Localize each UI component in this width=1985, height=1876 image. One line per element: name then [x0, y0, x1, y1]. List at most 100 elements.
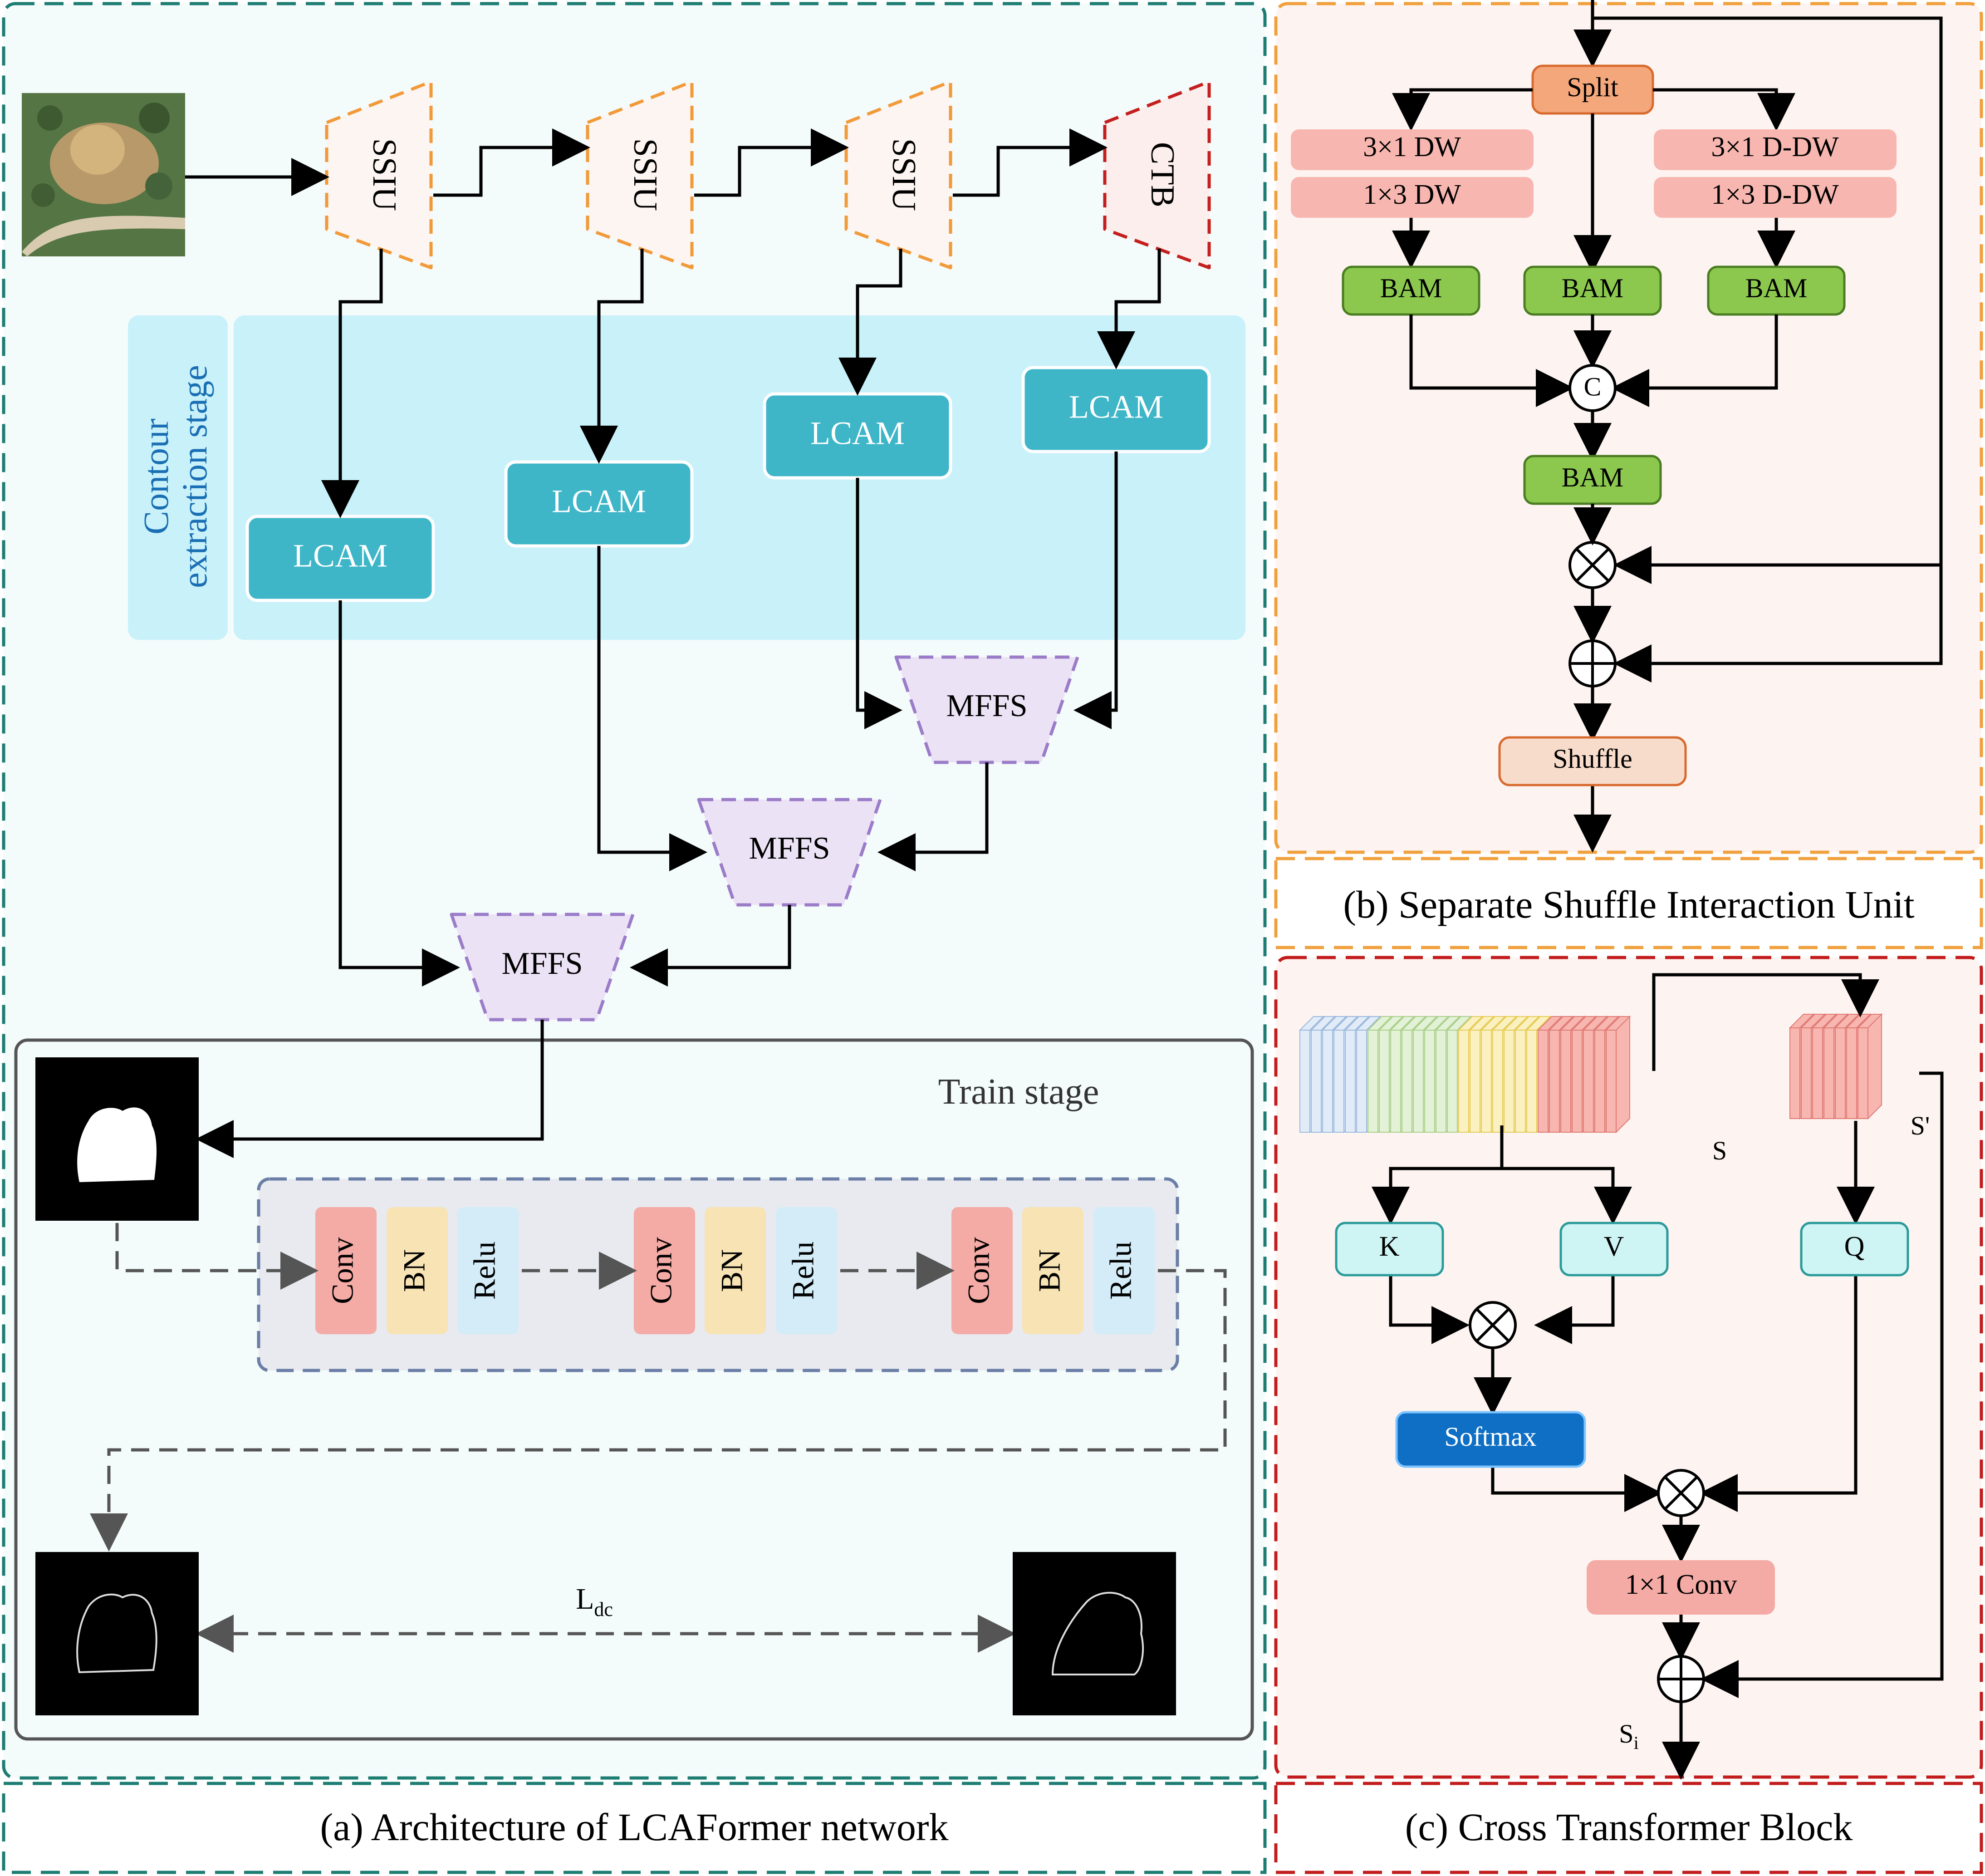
bam-3-label: BAM [1745, 273, 1808, 303]
bam-2-label: BAM [1562, 273, 1624, 303]
caption-a: (a) Architecture of LCAFormer network [320, 1805, 948, 1849]
decoder-arrows [338, 452, 1118, 987]
ddw-branch: 3×1 D-DW 1×3 D-DW [1654, 129, 1897, 218]
caption-c: (c) Cross Transformer Block [1405, 1805, 1853, 1849]
softmax-label: Softmax [1444, 1422, 1536, 1452]
si-subscript: i [1634, 1733, 1639, 1753]
v-block: V [1559, 1222, 1669, 1277]
ssiu-input-lines [1573, 0, 1943, 683]
input-satellite-image [22, 93, 185, 256]
concat-node: C [1568, 364, 1617, 412]
lcam-1-label: LCAM [293, 538, 387, 574]
q-block: Q [1800, 1222, 1909, 1277]
feature-slice-prime [1857, 1013, 1883, 1120]
loss-main: L [576, 1582, 594, 1616]
contour-image-right [1013, 1552, 1176, 1715]
ssiu-3-label: SSIU [885, 138, 922, 211]
contour-image-left [35, 1552, 199, 1715]
mffs-2-label: MFFS [749, 831, 830, 866]
lcam-2-label: LCAM [552, 483, 646, 520]
bam-1: BAM [1342, 265, 1480, 316]
encoder-ssiu-3: SSIU [844, 80, 952, 270]
mffs-3-label: MFFS [501, 946, 583, 981]
encoder-ctb: CTB [1103, 80, 1211, 270]
multiply-node-kv [1469, 1301, 1517, 1349]
panel-c-caption-frame [1274, 1782, 1983, 1874]
conv1x1-block: 1×1 Conv [1587, 1560, 1775, 1615]
loss-label: Ldc [576, 1582, 613, 1621]
add-node-b [1568, 639, 1617, 688]
k-block: K [1335, 1222, 1444, 1277]
bam-4: BAM [1523, 455, 1662, 505]
bn-2-label: BN [715, 1249, 749, 1292]
mffs-1: MFFS [894, 655, 1079, 764]
mffs-3: MFFS [450, 913, 635, 1021]
encoder-to-lcam-arrows [321, 249, 1161, 518]
encoder-ssiu-2: SSIU [586, 80, 694, 270]
ddw1-label: 3×1 D-DW [1711, 132, 1839, 162]
split-branch-arrows [1392, 88, 1795, 273]
ctb-flow-arrows [1372, 973, 1944, 1780]
conv-group-2: Conv BN Relu [634, 1207, 837, 1334]
shuffle-label: Shuffle [1553, 744, 1632, 774]
bn-3-label: BN [1032, 1249, 1067, 1292]
loss-subscript: dc [594, 1598, 613, 1621]
contour-label-line1: Contour [136, 418, 176, 535]
s-label: S [1712, 1136, 1727, 1165]
multiply-node-b [1568, 541, 1617, 589]
encoder-ssiu-1: SSIU [325, 80, 433, 270]
feature-slice [1605, 1015, 1631, 1134]
dw-to-bam-arrows [1392, 218, 1795, 269]
ssiu-2-label: SSIU [627, 138, 664, 211]
panel-b-caption-frame [1274, 857, 1983, 949]
split-label: Split [1567, 72, 1618, 102]
dw1-label: 3×1 DW [1363, 132, 1461, 162]
multiply-node-q [1657, 1469, 1705, 1517]
panel-c-frame [1274, 956, 1983, 1779]
si-label: Si [1619, 1719, 1638, 1753]
add-node-c [1657, 1655, 1705, 1703]
ssiu-1-label: SSIU [366, 138, 403, 211]
dw-branch: 3×1 DW 1×3 DW [1291, 129, 1534, 218]
ctb-label: CTB [1144, 142, 1181, 207]
shuffle-block: Shuffle [1498, 736, 1687, 786]
panel-a-caption-frame [2, 1782, 1267, 1874]
mffs-to-mask-arrow [196, 1020, 544, 1158]
bam-4-label: BAM [1562, 462, 1624, 492]
q-label: Q [1844, 1231, 1865, 1262]
concat-label: C [1584, 372, 1602, 401]
conv1x1-label: 1×1 Conv [1625, 1569, 1737, 1600]
bam-2: BAM [1523, 265, 1662, 316]
predicted-mask-image [35, 1057, 199, 1221]
s-prime-label: S' [1911, 1111, 1930, 1140]
caption-b: (b) Separate Shuffle Interaction Unit [1343, 883, 1914, 926]
contour-label-line2: extraction stage [175, 365, 214, 588]
bam-3: BAM [1707, 265, 1846, 316]
si-main: S [1619, 1719, 1633, 1748]
bam-1-label: BAM [1380, 273, 1442, 303]
contour-extraction-stage: Contour extraction stage [128, 315, 1245, 640]
v-label: V [1604, 1231, 1624, 1262]
mffs-2: MFFS [697, 798, 882, 907]
conv-group-1: Conv BN Relu [315, 1207, 519, 1334]
lcam-4-label: LCAM [1069, 389, 1163, 425]
conv-1-label: Conv [325, 1237, 360, 1304]
lcam-3: LCAM [763, 392, 952, 480]
bam-to-concat-arrows [1409, 314, 1778, 461]
lcam-4: LCAM [1021, 366, 1211, 453]
lcam-3-label: LCAM [810, 415, 905, 452]
k-label: K [1379, 1231, 1400, 1262]
feature-stack-s-prime [1789, 1013, 1883, 1120]
train-stage-label: Train stage [938, 1072, 1099, 1112]
relu-3-label: Relu [1103, 1242, 1138, 1300]
conv-2-label: Conv [644, 1237, 678, 1304]
softmax-block: Softmax [1395, 1411, 1586, 1468]
feature-stack-s [1299, 1015, 1631, 1134]
relu-2-label: Relu [786, 1242, 820, 1300]
lcam-1: LCAM [245, 515, 435, 602]
ddw2-label: 1×3 D-DW [1711, 179, 1839, 210]
bn-1-label: BN [397, 1249, 431, 1292]
conv-3-label: Conv [961, 1237, 996, 1304]
conv-group-3: Conv BN Relu [951, 1207, 1155, 1334]
